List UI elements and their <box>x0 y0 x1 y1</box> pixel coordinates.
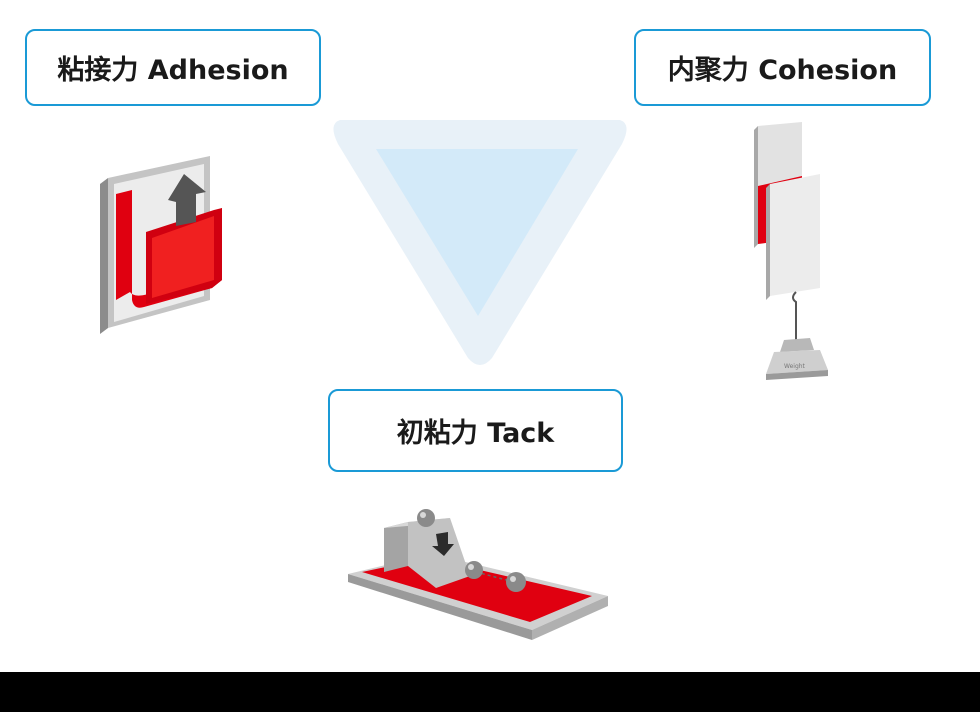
tack-label: 初粘力 Tack <box>328 389 623 472</box>
adhesion-label: 粘接力 Adhesion <box>25 29 321 106</box>
lower-plate <box>770 174 820 296</box>
base-plate-side <box>532 596 608 640</box>
adhesion-label-text: 粘接力 Adhesion <box>57 55 289 86</box>
tack-label-text: 初粘力 Tack <box>396 418 555 449</box>
adhesion-peel-illustration <box>100 156 222 334</box>
weight-shade <box>766 370 828 380</box>
ball-mid <box>465 561 483 579</box>
base-plate-front <box>348 574 532 640</box>
weight-label: Weight <box>784 363 806 370</box>
tape-strip <box>116 190 222 308</box>
ball-start-highlight <box>420 512 426 518</box>
triangle-inner <box>376 149 578 316</box>
tack-rolling-ball-illustration <box>348 509 608 640</box>
ball-end <box>506 572 526 592</box>
ball-end-highlight <box>510 576 516 582</box>
center-triangle <box>333 120 627 365</box>
ball-mid-highlight <box>468 564 474 570</box>
down-arrow-icon <box>432 532 454 556</box>
cohesion-label-text: 内聚力 Cohesion <box>667 55 898 86</box>
ramp-left <box>384 522 408 572</box>
tape-peel-flap-face <box>152 216 214 298</box>
lower-plate-side <box>766 184 770 300</box>
hanging-hook <box>792 291 797 340</box>
bottom-black-bar <box>0 672 980 712</box>
weight-top <box>780 338 814 352</box>
ramp-slope <box>408 518 470 588</box>
substrate-plate-side <box>100 178 108 334</box>
peel-arrow-icon <box>168 174 206 226</box>
ball-start <box>417 509 435 527</box>
weight-block <box>766 350 828 374</box>
upper-plate-side <box>754 126 758 248</box>
cohesion-label: 内聚力 Cohesion <box>634 29 931 106</box>
cohesion-shear-illustration: Weight <box>754 122 828 380</box>
